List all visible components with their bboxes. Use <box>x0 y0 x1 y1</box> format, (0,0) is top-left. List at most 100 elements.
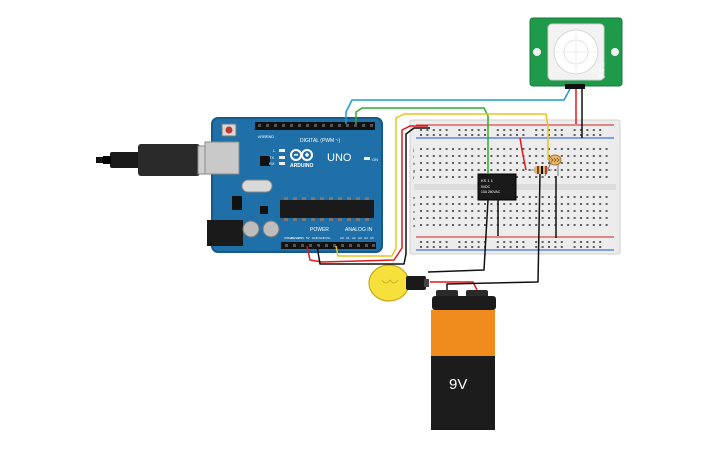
breadboard-hole[interactable] <box>464 203 467 205</box>
breadboard-hole[interactable] <box>560 176 563 178</box>
breadboard-hole[interactable] <box>522 241 525 243</box>
breadboard-hole[interactable] <box>426 148 429 150</box>
breadboard-hole[interactable] <box>605 210 608 212</box>
breadboard-hole[interactable] <box>592 196 595 198</box>
breadboard-hole[interactable] <box>586 155 589 157</box>
breadboard-hole[interactable] <box>548 134 550 136</box>
breadboard-hole[interactable] <box>516 217 518 219</box>
breadboard-hole[interactable] <box>586 169 589 171</box>
breadboard-hole[interactable] <box>599 162 602 164</box>
breadboard-hole[interactable] <box>580 210 582 212</box>
breadboard-hole[interactable] <box>605 224 608 226</box>
breadboard-hole[interactable] <box>439 176 442 178</box>
breadboard-hole[interactable] <box>586 176 589 178</box>
breadboard-hole[interactable] <box>432 224 435 226</box>
breadboard-hole[interactable] <box>432 148 435 150</box>
breadboard-hole[interactable] <box>592 169 595 171</box>
breadboard-hole[interactable] <box>477 241 480 243</box>
breadboard-hole[interactable] <box>541 176 544 178</box>
breadboard-hole[interactable] <box>560 155 563 157</box>
breadboard-hole[interactable] <box>592 134 595 136</box>
breadboard-hole[interactable] <box>471 169 474 171</box>
breadboard-hole[interactable] <box>420 129 422 131</box>
breadboard-hole[interactable] <box>580 134 582 136</box>
breadboard-hole[interactable] <box>496 162 499 164</box>
breadboard-hole[interactable] <box>477 210 480 212</box>
breadboard-hole[interactable] <box>439 241 442 243</box>
breadboard-hole[interactable] <box>490 162 493 164</box>
breadboard-hole[interactable] <box>477 224 480 226</box>
wire-red[interactable] <box>306 125 428 263</box>
breadboard-hole[interactable] <box>516 224 518 226</box>
breadboard-hole[interactable] <box>464 176 467 178</box>
breadboard-hole[interactable] <box>420 155 422 157</box>
breadboard-hole[interactable] <box>541 246 544 248</box>
breadboard-hole[interactable] <box>477 217 480 219</box>
breadboard-hole[interactable] <box>541 129 544 131</box>
wire-red[interactable] <box>430 281 478 291</box>
breadboard-hole[interactable] <box>516 210 518 212</box>
breadboard-hole[interactable] <box>560 162 563 164</box>
breadboard-hole[interactable] <box>420 241 422 243</box>
breadboard-hole[interactable] <box>496 155 499 157</box>
breadboard-hole[interactable] <box>554 241 557 243</box>
breadboard-hole[interactable] <box>605 148 608 150</box>
breadboard-hole[interactable] <box>586 129 589 131</box>
breadboard-hole[interactable] <box>471 246 474 248</box>
breadboard-hole[interactable] <box>503 224 506 226</box>
breadboard-hole[interactable] <box>573 162 576 164</box>
breadboard-hole[interactable] <box>452 224 454 226</box>
wire-blue[interactable] <box>345 88 571 124</box>
breadboard-hole[interactable] <box>426 224 429 226</box>
breadboard-hole[interactable] <box>477 134 480 136</box>
breadboard-hole[interactable] <box>496 246 499 248</box>
breadboard-hole[interactable] <box>573 148 576 150</box>
breadboard-hole[interactable] <box>496 129 499 131</box>
breadboard-hole[interactable] <box>503 129 506 131</box>
breadboard-hole[interactable] <box>535 129 538 131</box>
breadboard-hole[interactable] <box>420 203 422 205</box>
breadboard-hole[interactable] <box>445 210 448 212</box>
breadboard-hole[interactable] <box>471 155 474 157</box>
breadboard-hole[interactable] <box>535 134 538 136</box>
breadboard-hole[interactable] <box>516 169 518 171</box>
breadboard-hole[interactable] <box>503 148 506 150</box>
breadboard-hole[interactable] <box>580 246 582 248</box>
breadboard-hole[interactable] <box>592 203 595 205</box>
light-bulb[interactable] <box>368 264 429 302</box>
relay-module[interactable]: KS 1 1 5VDC 10A 250VAC <box>477 173 517 201</box>
breadboard-hole[interactable] <box>573 241 576 243</box>
breadboard-hole[interactable] <box>560 203 563 205</box>
breadboard-hole[interactable] <box>586 241 589 243</box>
breadboard-hole[interactable] <box>586 162 589 164</box>
breadboard-hole[interactable] <box>484 162 486 164</box>
breadboard-hole[interactable] <box>458 224 461 226</box>
breadboard-hole[interactable] <box>477 129 480 131</box>
breadboard-hole[interactable] <box>592 224 595 226</box>
breadboard-hole[interactable] <box>599 241 602 243</box>
breadboard-hole[interactable] <box>586 196 589 198</box>
breadboard-hole[interactable] <box>464 155 467 157</box>
breadboard-hole[interactable] <box>599 129 602 131</box>
breadboard-hole[interactable] <box>445 162 448 164</box>
breadboard-hole[interactable] <box>599 176 602 178</box>
breadboard-hole[interactable] <box>567 176 570 178</box>
breadboard-hole[interactable] <box>548 203 550 205</box>
breadboard-hole[interactable] <box>592 129 595 131</box>
breadboard-hole[interactable] <box>516 176 518 178</box>
breadboard-hole[interactable] <box>535 203 538 205</box>
breadboard-hole[interactable] <box>509 246 512 248</box>
breadboard-hole[interactable] <box>580 196 582 198</box>
breadboard-hole[interactable] <box>464 129 467 131</box>
breadboard-hole[interactable] <box>560 246 563 248</box>
breadboard-hole[interactable] <box>458 134 461 136</box>
breadboard-hole[interactable] <box>541 210 544 212</box>
arduino-uno-board[interactable]: DIGITAL (PWM ~) AREF GND L TX RX ON ARDU… <box>204 117 383 253</box>
breadboard-hole[interactable] <box>445 129 448 131</box>
breadboard-hole[interactable] <box>567 169 570 171</box>
breadboard-hole[interactable] <box>490 224 493 226</box>
breadboard-hole[interactable] <box>605 176 608 178</box>
breadboard-hole[interactable] <box>445 148 448 150</box>
breadboard-hole[interactable] <box>522 246 525 248</box>
breadboard-hole[interactable] <box>452 203 454 205</box>
